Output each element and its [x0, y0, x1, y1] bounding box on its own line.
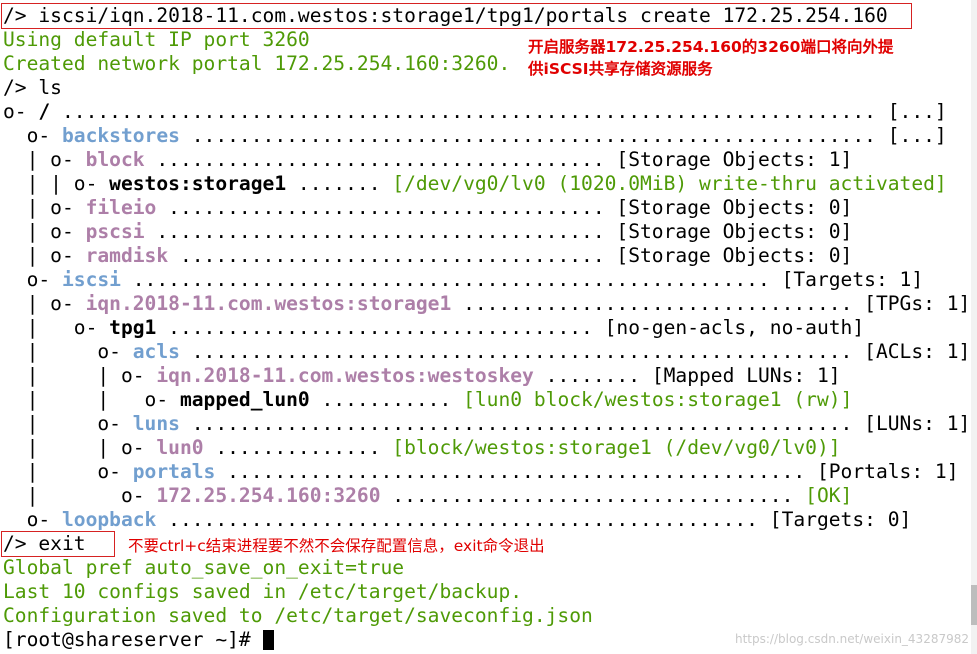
- tree-row-acls: | o- acls ..............................…: [3, 340, 971, 363]
- watermark-text: https://blog.csdn.net/weixin_43287982: [734, 632, 969, 646]
- output-backup: Last 10 configs saved in /etc/target/bac…: [3, 580, 523, 603]
- tree-row-loopback: o- loopback ............................…: [3, 508, 912, 531]
- tree-row-iscsi: o- iscsi ...............................…: [3, 268, 924, 291]
- command-exit: /> exit: [3, 532, 86, 555]
- shell-prompt[interactable]: [root@shareserver ~]#: [3, 628, 274, 652]
- tree-row-backstores: o- backstores ..........................…: [3, 124, 947, 147]
- text-cursor: [262, 630, 274, 650]
- annotation-exit-note: 不要ctrl+c结束进程要不然不会保存配置信息，exit命令退出: [128, 537, 545, 555]
- annotation-portal-note-line2: 供iSCSI共享存储资源服务: [528, 60, 713, 78]
- tree-row-tpg1: | o- tpg1 ..............................…: [3, 316, 865, 339]
- scrollbar-thumb[interactable]: [971, 585, 977, 625]
- tree-row-fileio: | o- fileio ............................…: [3, 196, 853, 219]
- tree-row-root: o- / ...................................…: [3, 100, 947, 123]
- tree-row-luns: | o- luns ..............................…: [3, 412, 971, 435]
- scrollbar-track[interactable]: [971, 0, 977, 654]
- output-default-port: Using default IP port 3260: [3, 28, 310, 51]
- tree-row-lun0: | | o- lun0 .............. [block/westos…: [3, 436, 841, 459]
- highlight-box-create-command: [1, 3, 912, 29]
- tree-row-mapped-lun0: | | o- mapped_lun0 ........... [lun0 blo…: [3, 388, 853, 411]
- output-created-portal: Created network portal 172.25.254.160:32…: [3, 52, 511, 75]
- tree-row-portals: | o- portals ...........................…: [3, 460, 959, 483]
- highlight-box-exit-command: [1, 531, 115, 557]
- tree-row-westoskey: | | o- iqn.2018-11.com.westos:westoskey …: [3, 364, 841, 387]
- command-portals-create: /> iscsi/iqn.2018-11.com.westos:storage1…: [3, 4, 888, 27]
- command-ls: /> ls: [3, 76, 62, 99]
- tree-row-block: | o- block .............................…: [3, 148, 853, 171]
- tree-row-ramdisk: | o- ramdisk ...........................…: [3, 244, 853, 267]
- output-saved: Configuration saved to /etc/target/savec…: [3, 604, 593, 627]
- output-autosave: Global pref auto_save_on_exit=true: [3, 556, 405, 579]
- tree-row-portal-160: | o- 172.25.254.160:3260 ...............…: [3, 484, 853, 507]
- tree-row-storage1: | | o- westos:storage1 ....... [/dev/vg0…: [3, 172, 947, 195]
- tree-row-pscsi: | o- pscsi .............................…: [3, 220, 853, 243]
- annotation-portal-note-line1: 开启服务器172.25.254.160的3260端口将向外提: [528, 38, 894, 56]
- tree-row-iqn-storage1: | o- iqn.2018-11.com.westos:storage1 ...…: [3, 292, 971, 315]
